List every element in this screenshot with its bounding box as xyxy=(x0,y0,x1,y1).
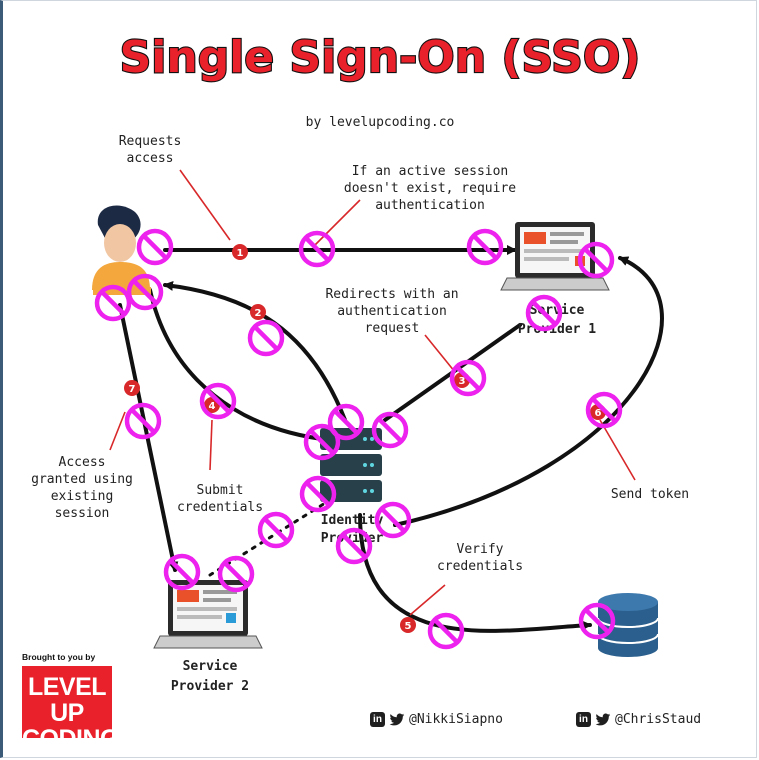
svg-text:4: 4 xyxy=(209,401,216,412)
svg-text:2: 2 xyxy=(255,308,262,319)
flow-line-step-4 xyxy=(148,288,332,445)
svg-text:Send token: Send token xyxy=(611,487,689,502)
annotation-redirects: Redirects with an authentication request xyxy=(325,287,458,336)
byline: by levelupcoding.co xyxy=(306,115,455,130)
annotation-require-authentication: If an active session doesn't exist, requ… xyxy=(344,164,516,213)
blocked-marker xyxy=(260,514,292,546)
svg-text:Requests: Requests xyxy=(119,134,182,149)
handle-text: @NikkiSiapno xyxy=(409,712,503,727)
annotation-access-granted: Access granted using existing session xyxy=(31,455,133,521)
svg-text:granted using: granted using xyxy=(31,472,133,487)
svg-text:If an active session: If an active session xyxy=(352,164,509,179)
blocked-marker xyxy=(250,322,282,354)
svg-text:credentials: credentials xyxy=(177,500,263,515)
step-badge-5: 5 xyxy=(400,617,416,633)
annotation-send-token: Send token xyxy=(611,487,689,502)
step-badge-7: 7 xyxy=(124,380,140,396)
database-icon xyxy=(597,593,659,657)
blocked-marker xyxy=(469,231,501,263)
brand-caption: Brought to you by xyxy=(22,652,96,662)
page-title: Single Sign-On (SSO) xyxy=(120,32,641,83)
service-provider-2-label-line-1: Service xyxy=(183,659,238,674)
brand-logo-line-2: CODING xyxy=(22,725,120,753)
twitter-icon xyxy=(389,713,405,725)
svg-text:request: request xyxy=(365,321,420,336)
svg-text:credentials: credentials xyxy=(437,559,523,574)
step-badge-2: 2 xyxy=(250,304,266,320)
linkedin-icon: in xyxy=(576,712,591,727)
user-avatar xyxy=(92,205,151,295)
social-handle-nikki[interactable]: in @NikkiSiapno xyxy=(370,712,503,727)
service-provider-1-laptop xyxy=(500,222,610,291)
flow-lines xyxy=(118,245,664,633)
social-handle-chris[interactable]: in @ChrisStaud xyxy=(576,712,701,727)
identity-provider-label-line-1: Identity xyxy=(321,513,384,528)
linkedin-icon: in xyxy=(370,712,385,727)
brand-logo: LEVEL UP CODING xyxy=(22,666,120,752)
handle-text: @ChrisStaud xyxy=(615,712,702,727)
annotation-requests-access: Requests access xyxy=(119,134,182,166)
svg-text:6: 6 xyxy=(595,408,602,419)
svg-text:7: 7 xyxy=(129,384,136,395)
blocked-marker xyxy=(430,615,462,647)
svg-text:Redirects with an: Redirects with an xyxy=(325,287,458,302)
step-badge-1: 1 xyxy=(232,244,248,260)
blocked-marker xyxy=(139,231,171,263)
svg-text:Access: Access xyxy=(59,455,106,470)
leader-lines xyxy=(109,169,636,616)
svg-text:1: 1 xyxy=(237,248,244,259)
svg-text:Verify: Verify xyxy=(457,542,504,557)
flow-line-sp2-to-idp xyxy=(208,498,332,577)
annotation-verify-credentials: Verify credentials xyxy=(437,542,523,574)
svg-text:existing: existing xyxy=(51,489,114,504)
svg-text:access: access xyxy=(127,151,174,166)
service-provider-2-label-line-2: Provider 2 xyxy=(171,679,249,694)
svg-text:5: 5 xyxy=(405,621,412,632)
svg-text:authentication: authentication xyxy=(375,198,485,213)
svg-text:authentication: authentication xyxy=(337,304,447,319)
brand-logo-line-1: LEVEL UP xyxy=(27,673,107,727)
annotation-submit-credentials: Submit credentials xyxy=(177,483,263,515)
svg-text:session: session xyxy=(55,506,110,521)
flow-line-step-6 xyxy=(393,256,664,527)
twitter-icon xyxy=(595,713,611,725)
svg-text:Submit: Submit xyxy=(197,483,244,498)
svg-text:3: 3 xyxy=(459,376,466,387)
service-provider-2-laptop xyxy=(153,580,263,649)
svg-text:doesn't exist, require: doesn't exist, require xyxy=(344,181,516,196)
